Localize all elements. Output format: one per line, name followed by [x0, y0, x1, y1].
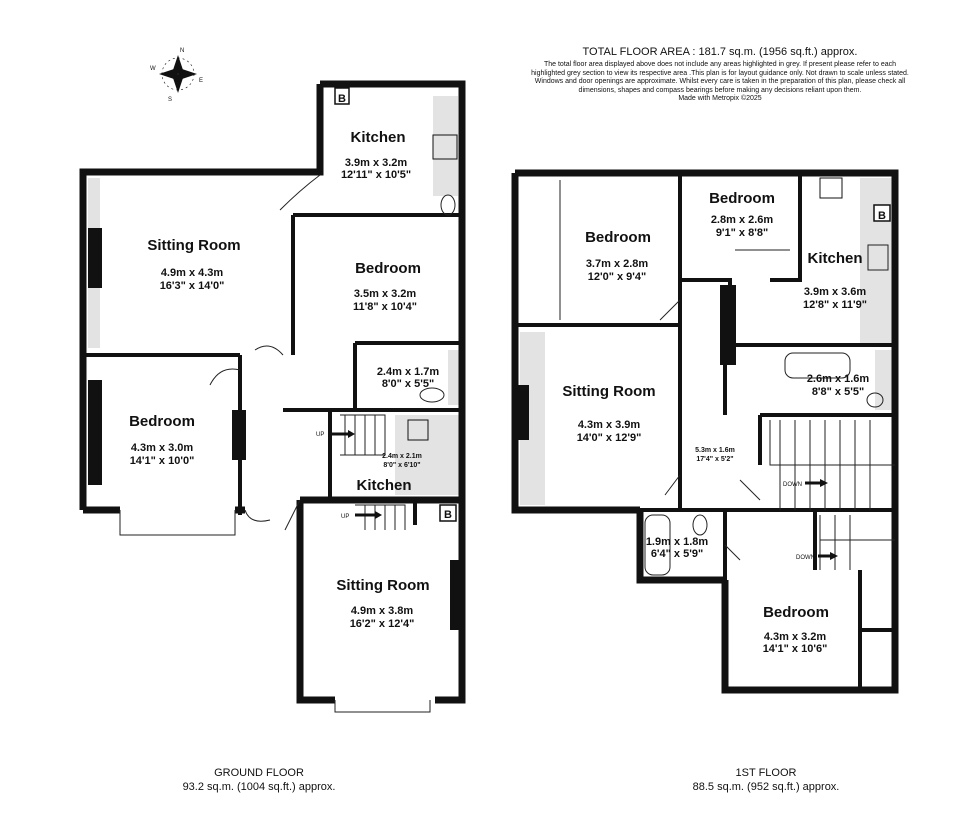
svg-text:3.5m x 3.2m: 3.5m x 3.2m	[354, 288, 417, 300]
room-gf-kitchen-2: 2.4m x 2.1m 8'0" x 6'10" Kitchen	[356, 453, 421, 494]
stairs-down-label-1: DOWN	[783, 482, 802, 488]
svg-text:Sitting Room: Sitting Room	[147, 237, 240, 254]
credit: Made with Metropix ©2025	[678, 95, 762, 102]
svg-text:Kitchen: Kitchen	[350, 129, 405, 146]
svg-text:Bedroom: Bedroom	[129, 413, 195, 430]
ground-floor-name: GROUND FLOOR	[214, 767, 304, 779]
svg-text:4.3m x 3.0m: 4.3m x 3.0m	[131, 442, 194, 454]
room-gf-bedroom-left: Bedroom 4.3m x 3.0m 14'1" x 10'0"	[129, 413, 195, 467]
svg-text:3.9m x 3.2m: 3.9m x 3.2m	[345, 157, 408, 169]
svg-text:4.3m x 3.9m: 4.3m x 3.9m	[578, 419, 641, 431]
svg-text:2.4m x 2.1m: 2.4m x 2.1m	[382, 453, 422, 460]
svg-text:12'0" x 9'4": 12'0" x 9'4"	[588, 271, 646, 283]
svg-text:14'1" x 10'0": 14'1" x 10'0"	[130, 455, 195, 467]
svg-text:4.3m x 3.2m: 4.3m x 3.2m	[764, 631, 827, 643]
ground-floor-area: 93.2 sq.m. (1004 sq.ft.) approx.	[182, 781, 336, 793]
first-floor-caption: 1ST FLOOR 88.5 sq.m. (952 sq.ft.) approx…	[646, 766, 886, 794]
svg-text:8'0" x 6'10": 8'0" x 6'10"	[383, 462, 420, 469]
room-ff-sitting-room: Sitting Room 4.3m x 3.9m 14'0" x 12'9"	[562, 383, 655, 444]
stairs-up-label-2: UP	[341, 514, 349, 520]
svg-text:2.6m x 1.6m: 2.6m x 1.6m	[807, 373, 870, 385]
ground-floor-plan: B B UP UP Kitchen 3.9m x 3.2m 12'11" x 1…	[79, 80, 466, 713]
svg-text:5.3m x 1.6m: 5.3m x 1.6m	[695, 447, 735, 454]
svg-text:4.9m x 4.3m: 4.9m x 4.3m	[161, 267, 224, 279]
compass-icon: N E S W	[150, 48, 203, 103]
svg-text:16'2" x 12'4": 16'2" x 12'4"	[350, 618, 415, 630]
boiler-label-ff: B	[878, 210, 886, 222]
room-ff-kitchen: Kitchen 3.9m x 3.6m 12'8" x 11'9"	[803, 250, 867, 311]
boiler-label-1: B	[338, 93, 346, 105]
room-gf-shower-room: 2.4m x 1.7m 8'0" x 5'5"	[377, 366, 440, 390]
room-ff-bedroom-1: Bedroom 3.7m x 2.8m 12'0" x 9'4"	[585, 229, 651, 283]
svg-text:Kitchen: Kitchen	[807, 250, 862, 267]
svg-text:2.4m x 1.7m: 2.4m x 1.7m	[377, 366, 440, 378]
svg-text:12'11" x 10'5": 12'11" x 10'5"	[341, 169, 411, 181]
svg-text:17'4" x 5'2": 17'4" x 5'2"	[696, 456, 733, 463]
room-ff-bedroom-3: Bedroom 4.3m x 3.2m 14'1" x 10'6"	[763, 604, 829, 655]
svg-text:4.9m x 3.8m: 4.9m x 3.8m	[351, 605, 414, 617]
total-floor-area: TOTAL FLOOR AREA : 181.7 sq.m. (1956 sq.…	[582, 46, 858, 58]
room-gf-bedroom-right: Bedroom 3.5m x 3.2m 11'8" x 10'4"	[353, 260, 421, 313]
svg-text:Bedroom: Bedroom	[355, 260, 421, 277]
room-ff-bedroom-2: Bedroom 2.8m x 2.6m 9'1" x 8'8"	[709, 190, 775, 239]
stairs-up-label-1: UP	[316, 432, 324, 438]
first-floor-name: 1ST FLOOR	[735, 767, 797, 779]
svg-text:11'8" x 10'4": 11'8" x 10'4"	[353, 301, 417, 313]
compass-e: E	[199, 78, 203, 84]
compass-n: N	[180, 48, 184, 54]
svg-text:14'1" x 10'6": 14'1" x 10'6"	[763, 643, 828, 655]
compass-w: W	[150, 66, 156, 72]
svg-text:Bedroom: Bedroom	[709, 190, 775, 207]
first-floor-area: 88.5 sq.m. (952 sq.ft.) approx.	[692, 781, 840, 793]
svg-text:Kitchen: Kitchen	[356, 477, 411, 494]
svg-text:Bedroom: Bedroom	[763, 604, 829, 621]
stairs-down-label-2: DOWN	[796, 555, 815, 561]
svg-text:3.9m x 3.6m: 3.9m x 3.6m	[804, 286, 867, 298]
svg-text:14'0" x 12'9": 14'0" x 12'9"	[577, 432, 642, 444]
room-gf-sitting-room: Sitting Room 4.9m x 4.3m 16'3" x 14'0"	[147, 237, 240, 292]
disclaimer: The total floor area displayed above doe…	[530, 61, 910, 104]
svg-text:Sitting Room: Sitting Room	[562, 383, 655, 400]
svg-text:8'0" x 5'5": 8'0" x 5'5"	[382, 378, 434, 390]
compass-s: S	[168, 97, 172, 103]
svg-text:16'3" x 14'0": 16'3" x 14'0"	[160, 280, 225, 292]
svg-text:8'8" x 5'5": 8'8" x 5'5"	[812, 386, 864, 398]
room-ff-landing: 5.3m x 1.6m 17'4" x 5'2"	[695, 447, 735, 463]
svg-text:9'1" x 8'8": 9'1" x 8'8"	[716, 227, 768, 239]
first-floor-plan: B DOWN DOWN Bedroom 3.7m x 2.8m 12'0" x …	[511, 169, 899, 694]
disclaimer-text: The total floor area displayed above doe…	[531, 61, 909, 94]
room-gf-sitting-room-2: Sitting Room 4.9m x 3.8m 16'2" x 12'4"	[336, 577, 429, 630]
svg-text:2.8m x 2.6m: 2.8m x 2.6m	[711, 214, 774, 226]
room-ff-bathroom: 2.6m x 1.6m 8'8" x 5'5"	[807, 373, 870, 398]
svg-text:12'8" x 11'9": 12'8" x 11'9"	[803, 299, 867, 311]
ground-floor-caption: GROUND FLOOR 93.2 sq.m. (1004 sq.ft.) ap…	[139, 766, 379, 794]
room-gf-kitchen: Kitchen 3.9m x 3.2m 12'11" x 10'5"	[341, 129, 411, 181]
svg-text:1.9m x 1.8m: 1.9m x 1.8m	[646, 536, 709, 548]
room-ff-bathroom-2: 1.9m x 1.8m 6'4" x 5'9"	[646, 536, 709, 560]
svg-text:3.7m x 2.8m: 3.7m x 2.8m	[586, 258, 649, 270]
boiler-label-2: B	[444, 509, 452, 521]
svg-text:Bedroom: Bedroom	[585, 229, 651, 246]
svg-text:6'4" x 5'9": 6'4" x 5'9"	[651, 548, 703, 560]
svg-text:Sitting Room: Sitting Room	[336, 577, 429, 594]
